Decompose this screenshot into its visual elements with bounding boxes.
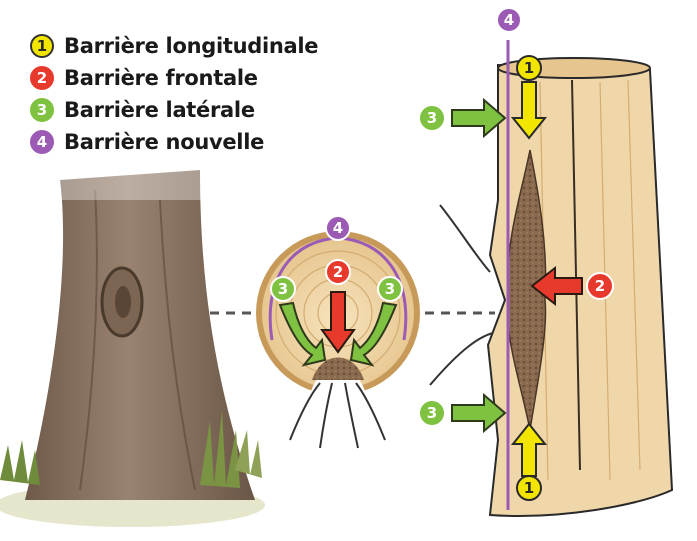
- legend: 1 Barrière longitudinale 2 Barrière fron…: [30, 30, 318, 158]
- badge-3-top: 3: [419, 105, 445, 131]
- badge-2-log: 2: [587, 273, 613, 299]
- badge-3-icon: 3: [30, 98, 54, 122]
- svg-text:4: 4: [504, 11, 514, 29]
- svg-text:3: 3: [427, 109, 437, 127]
- svg-text:1: 1: [524, 479, 534, 497]
- svg-text:3: 3: [278, 280, 288, 298]
- svg-text:3: 3: [427, 404, 437, 422]
- svg-text:2: 2: [595, 277, 605, 295]
- badge-1-bottom: 1: [517, 476, 541, 500]
- tree-trunk-illustration: [0, 170, 265, 527]
- badge-1-icon: 1: [30, 34, 54, 58]
- svg-text:1: 1: [524, 59, 534, 77]
- badge-3-section-left: 3: [271, 277, 295, 301]
- cross-section-illustration: [256, 231, 420, 395]
- badge-3-section-right: 3: [378, 277, 402, 301]
- legend-item-lateral: 3 Barrière latérale: [30, 94, 318, 126]
- legend-label: Barrière longitudinale: [64, 34, 318, 58]
- svg-text:4: 4: [333, 219, 343, 237]
- legend-item-new: 4 Barrière nouvelle: [30, 126, 318, 158]
- svg-text:3: 3: [385, 280, 395, 298]
- badge-2-section: 2: [326, 260, 350, 284]
- badge-3-bottom: 3: [419, 400, 445, 426]
- legend-item-longitudinal: 1 Barrière longitudinale: [30, 30, 318, 62]
- svg-text:2: 2: [333, 263, 343, 281]
- badge-2-icon: 2: [30, 66, 54, 90]
- badge-1-top: 1: [517, 56, 541, 80]
- badge-4-section: 4: [326, 216, 350, 240]
- legend-label: Barrière latérale: [64, 98, 255, 122]
- badge-4-top: 4: [497, 8, 521, 32]
- legend-label: Barrière nouvelle: [64, 130, 264, 154]
- legend-item-frontal: 2 Barrière frontale: [30, 62, 318, 94]
- badge-4-icon: 4: [30, 130, 54, 154]
- legend-label: Barrière frontale: [64, 66, 258, 90]
